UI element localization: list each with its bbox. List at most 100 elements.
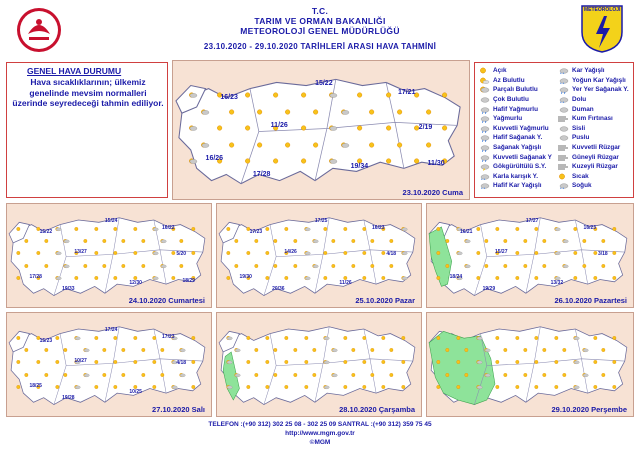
- legend-item: Çok Bulutlu: [478, 95, 558, 105]
- legend-item: * *Soğuk: [557, 181, 637, 191]
- legend-label: Parçalı Bulutlu: [493, 86, 538, 94]
- snow-icon: * *: [557, 66, 569, 76]
- legend-label: Puslu: [572, 134, 590, 142]
- sandstorm-icon: [557, 114, 569, 123]
- city-temperature: 15/22: [315, 80, 333, 88]
- legend-label: Soğuk: [572, 182, 592, 190]
- header-line-1: T.C.: [311, 6, 329, 16]
- map-date: 23.10.2020 Cuma: [402, 188, 463, 197]
- meteorology-logo-text: METEOROLOJİ: [584, 7, 621, 13]
- legend-label: Kar Yağışlı: [572, 67, 605, 75]
- cloud-icon: [478, 95, 490, 104]
- general-weather-text: Hava sıcaklıklarının; ülkemiz genelinde …: [12, 77, 164, 108]
- footer-copyright: ©MGM: [309, 439, 331, 446]
- legend-label: Dolu: [572, 96, 587, 104]
- legend-label: Az Bulutlu: [493, 76, 525, 84]
- heavy-rain-icon: [478, 124, 490, 133]
- city-temperature: 16/22: [162, 224, 175, 231]
- general-weather-title: GENEL HAVA DURUMU: [27, 66, 122, 76]
- strong-wind-icon: [557, 143, 569, 152]
- legend-item: Hafif Yağmurlu: [478, 104, 558, 114]
- cold-icon: * *: [557, 181, 569, 191]
- legend-label: Kuvvetli Sağanak Y: [493, 153, 552, 161]
- legend-item: Puslu: [557, 133, 637, 143]
- legend-label: Kuvvetli Yağmurlu: [493, 124, 549, 132]
- city-temperature: 19/28: [62, 395, 75, 402]
- city-temperature: 19/29: [482, 286, 496, 293]
- legend-item: Duman: [557, 104, 637, 114]
- svg-text:* *: * *: [560, 100, 565, 104]
- general-weather-box: GENEL HAVA DURUMU Hava sıcaklıklarının; …: [6, 62, 168, 198]
- ministry-logo: [14, 4, 64, 56]
- svg-text:* *: * *: [481, 186, 486, 190]
- footer-phone: TELEFON :(+90 312) 302 25 08 - 302 25 09…: [208, 421, 432, 428]
- legend-item: Kuvvetli Rüzgar: [557, 143, 637, 153]
- city-temperature: 3/18: [597, 251, 608, 258]
- heavy-snow-icon: * *: [557, 76, 569, 86]
- rain-icon: [478, 114, 490, 124]
- legend-item: Güneyli Rüzgar: [557, 152, 637, 162]
- turkey-map: [8, 326, 206, 406]
- legend-label: Duman: [572, 105, 594, 113]
- city-temperature: 4/18: [386, 251, 397, 258]
- turkey-map: [218, 217, 416, 297]
- legend-item: * * Hafif Kar Yağışlı: [478, 181, 558, 191]
- city-temperature: 18/29: [182, 278, 195, 285]
- legend-label: Kuzeyli Rüzgar: [572, 163, 618, 171]
- legend-item: Sıcak: [557, 172, 637, 182]
- city-temperature: 17/28: [29, 274, 42, 281]
- legend-item: Kuvvetli Yağmurlu: [478, 124, 558, 134]
- city-temperature: 16/23: [220, 94, 238, 102]
- map-date: 28.10.2020 Çarşamba: [339, 405, 415, 414]
- legend-item: * *Karla karışık Y.: [478, 172, 558, 182]
- city-temperature: 13/32: [550, 280, 564, 287]
- city-temperature: 14/26: [284, 249, 297, 256]
- legend-item: Parçalı Bulutlu: [478, 85, 558, 95]
- legend-item: Yer Yer Sağanak Y.: [557, 85, 637, 95]
- city-temperature: 10/25: [129, 389, 142, 396]
- city-temperature: 19/33: [62, 286, 75, 293]
- map-date: 24.10.2020 Cumartesi: [128, 296, 205, 305]
- city-temperature: 19/34: [350, 163, 369, 171]
- legend-item: Az Bulutlu: [478, 76, 558, 86]
- map-date: 25.10.2020 Pazar: [355, 296, 415, 305]
- header: T.C. TARIM VE ORMAN BAKANLIĞI METEOROLOJ…: [0, 0, 640, 58]
- legend-item: Yağmurlu: [478, 114, 558, 124]
- thunder-icon: [478, 162, 490, 172]
- city-temperature: 13/27: [74, 249, 87, 256]
- legend-item: Açık: [478, 66, 558, 76]
- footer-url[interactable]: http://www.mgm.gov.tr: [285, 430, 355, 437]
- legend-label: Yer Yer Sağanak Y.: [572, 86, 629, 94]
- legend-label: Kum Fırtınası: [572, 115, 613, 123]
- legend-item: Kum Fırtınası: [557, 114, 637, 124]
- city-temperature: 12/30: [129, 280, 142, 287]
- city-temperature: 17/23: [162, 333, 175, 340]
- haze-icon: [557, 133, 569, 142]
- city-temperature: 5/20: [176, 251, 187, 258]
- legend-label: Açık: [493, 67, 507, 75]
- city-temperature: 11/30: [427, 160, 445, 168]
- legend-label: Hafif Sağanak Y.: [493, 134, 543, 142]
- legend-item: Kuzeyli Rüzgar: [557, 162, 637, 172]
- city-temperature: 2/19: [418, 124, 433, 132]
- city-temperature: 17/27: [525, 218, 539, 225]
- sleet-icon: * *: [478, 172, 490, 182]
- city-temperature: 20/36: [272, 286, 285, 293]
- city-temperature: 17/23: [249, 228, 263, 235]
- city-temperature: 16/23: [372, 224, 385, 231]
- map-panel-day-7: 29.10.2020 Perşembe: [426, 312, 634, 417]
- legend-item: * *Kar Yağışlı: [557, 66, 637, 76]
- city-temperature: 18/25: [29, 383, 42, 390]
- hail-icon: * *: [557, 95, 569, 105]
- legend-label: Hafif Kar Yağışlı: [493, 182, 542, 190]
- city-temperature: 11/26: [339, 280, 352, 287]
- light-shower-icon: [478, 133, 490, 143]
- city-temperature: 15/24: [104, 218, 118, 225]
- legend-label: Kuvvetli Rüzgar: [572, 144, 621, 152]
- city-temperature: 15/27: [494, 249, 508, 256]
